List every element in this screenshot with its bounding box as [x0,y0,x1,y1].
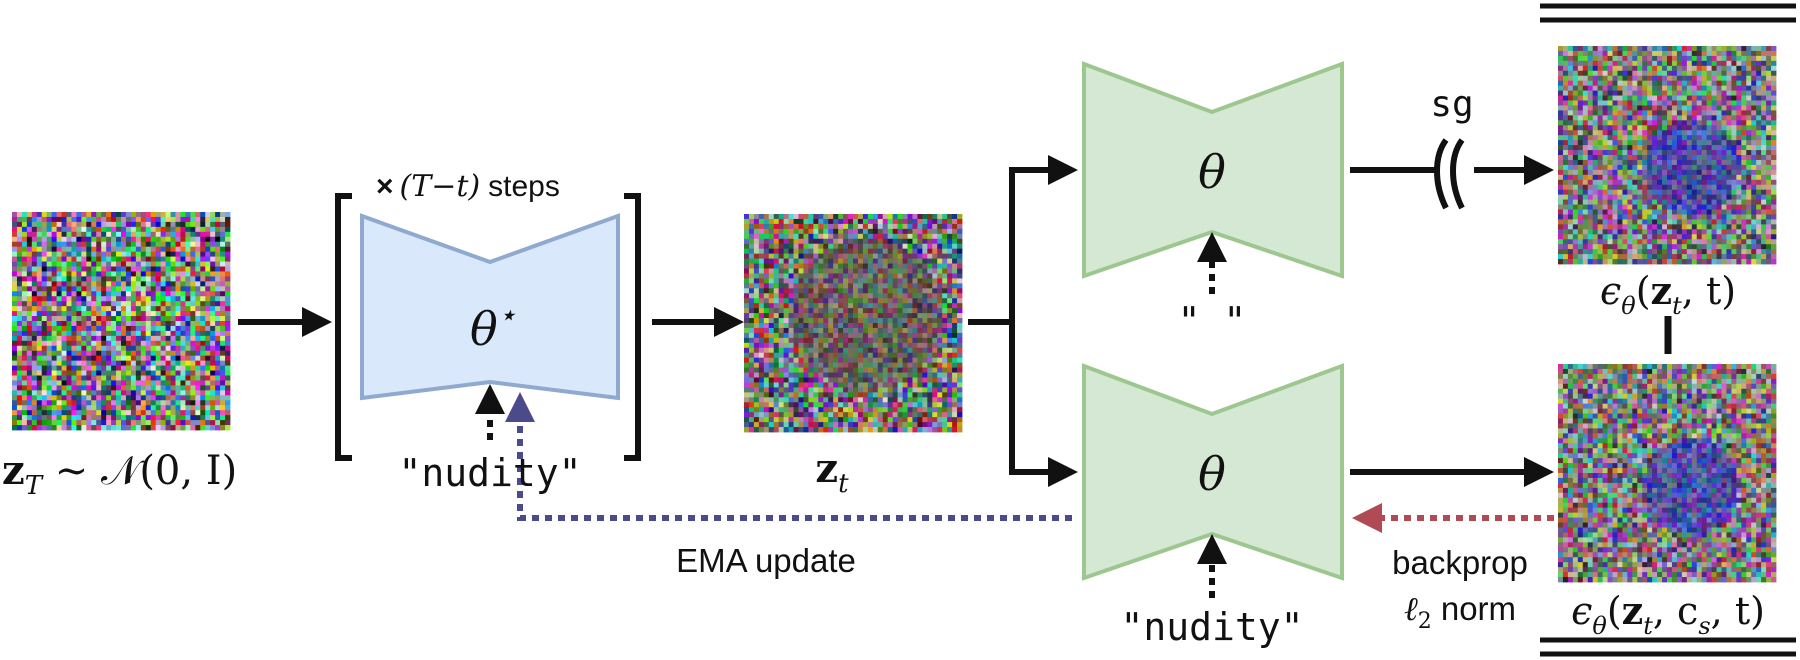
noisy-latent-image-zt [744,214,963,433]
label-prompt-student: "nudity" [1120,605,1303,649]
label-eps-conditional: ϵθ(zt, cs, t) [1571,588,1765,640]
label-zT-distribution: zT ∼ 𝒩(0, I) [2,447,237,501]
label-ema-update: EMA update [676,542,856,579]
teacher-unet-shape [360,213,620,401]
teacher-theta-label: θ⋆ [470,298,516,356]
unet-top-shape [1082,61,1344,279]
arrow-ema-update [505,392,1072,521]
unet-bottom-shape [1082,363,1344,581]
label-prompt-teacher: "nudity" [398,451,581,495]
label-stop-gradient: sg [1430,84,1473,125]
bracket-left [335,193,352,461]
noise-prediction-image-conditional [1558,364,1777,583]
stop-gradient-squiggle-right [1450,138,1465,210]
label-eps-unconditional: ϵθ(zt, t) [1600,268,1736,320]
noise-image-zT [12,212,231,431]
arrow-zt-to-unet-top [968,155,1078,325]
label-backprop: backprop [1392,544,1528,581]
bracket-right [624,193,641,461]
arrow-zt-to-unet-bottom [1009,322,1078,487]
unet-top-theta-label: θ [1198,145,1226,199]
stop-gradient-squiggle-left [1434,138,1449,210]
label-steps: ×(T−t)steps [376,169,560,204]
label-l2-norm: ℓ2 norm [1404,589,1516,634]
unet-bottom-theta-label: θ [1198,447,1226,501]
label-zt: zt [815,445,849,499]
noise-prediction-image-unconditional [1558,46,1777,265]
label-empty-prompt: " " [1178,299,1247,343]
